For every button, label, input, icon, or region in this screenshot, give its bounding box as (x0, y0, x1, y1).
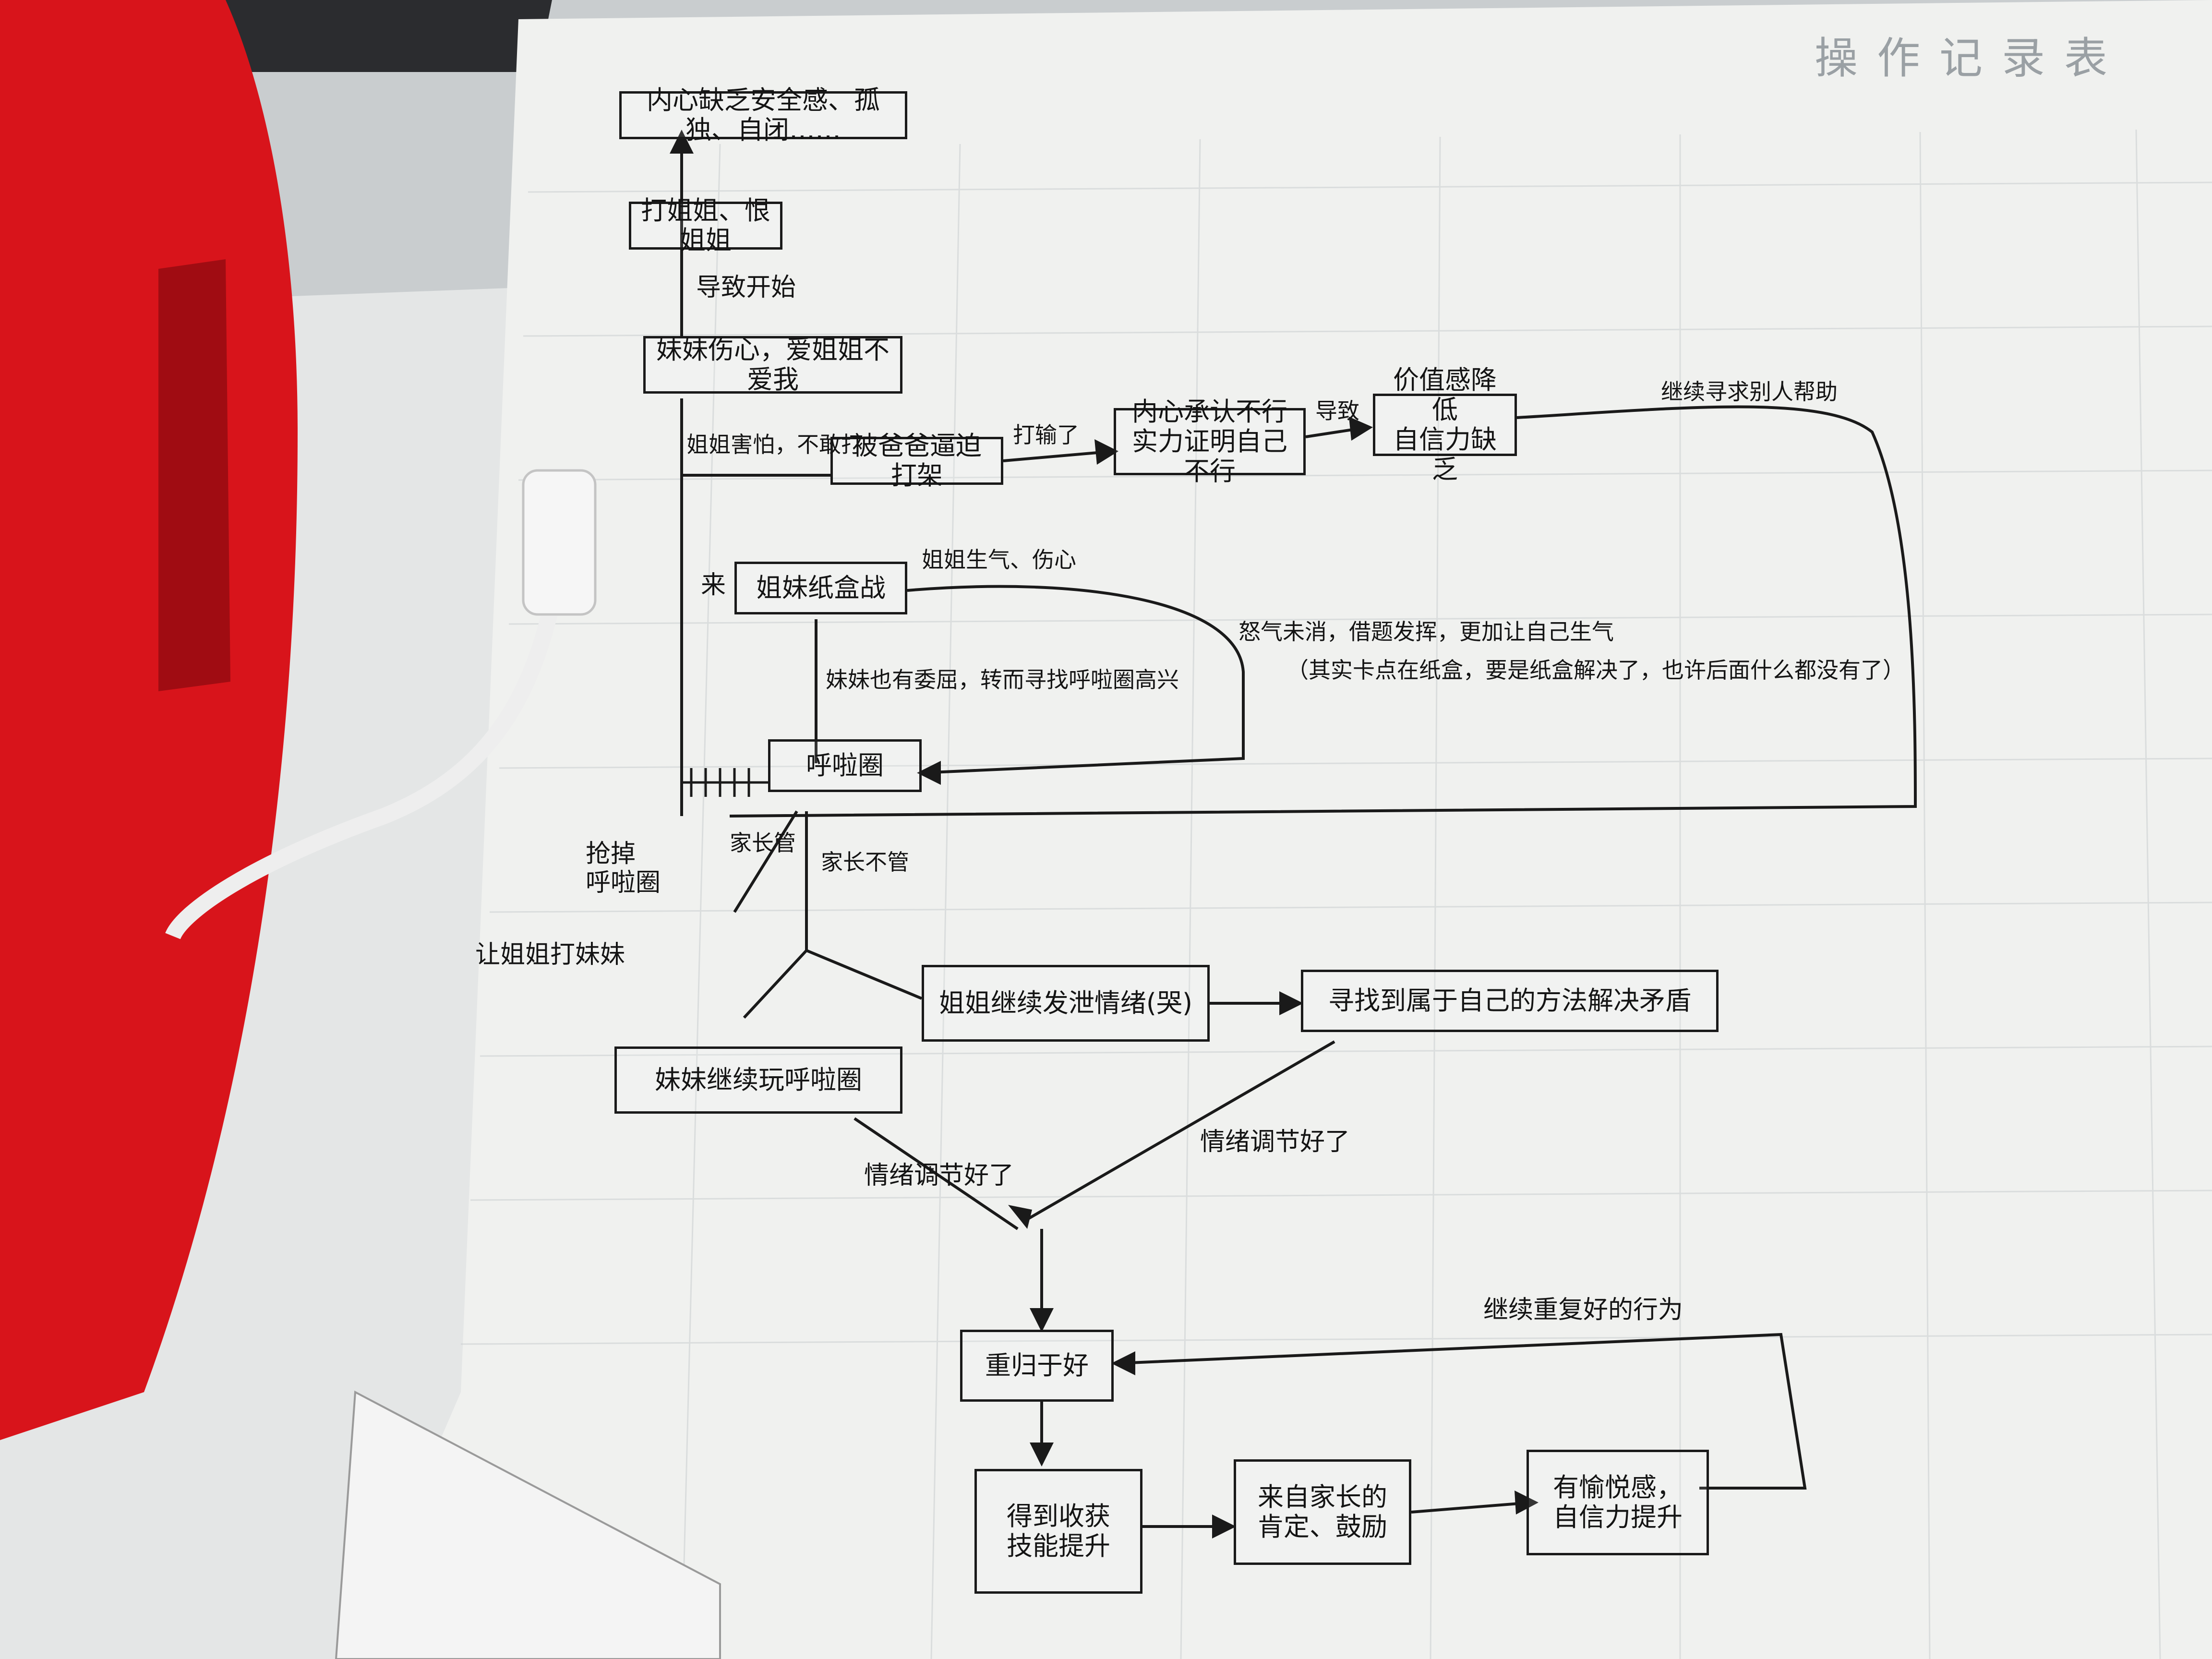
arrowhead-cause (1349, 417, 1373, 441)
label-come: 来 (701, 571, 726, 600)
label-leads-start: 导致开始 (696, 273, 796, 302)
arrowhead-lala (917, 761, 941, 785)
paper-stack (335, 1390, 721, 1659)
arrow-to-elder (805, 949, 923, 1000)
node-elder-cries: 姐姐继续发泄情绪(哭) (922, 965, 1210, 1042)
node-reconcile: 重归于好 (960, 1330, 1114, 1402)
label-calm-right: 情绪调节好了 (1200, 1128, 1350, 1156)
arrowhead-calm (1008, 1205, 1032, 1229)
node-hula-hoop: 呼啦圈 (768, 739, 922, 792)
dark-object (182, 0, 552, 72)
label-note: （其实卡点在纸盒，要是纸盒解决了，也许后面什么都没有了） (1286, 657, 1905, 683)
arrowheads (670, 130, 1539, 1539)
node-forced-fight: 被爸爸逼迫打架 (830, 431, 1003, 491)
label-calm-left: 情绪调节好了 (864, 1161, 1014, 1190)
hatch-marks (682, 768, 768, 797)
label-elder-angry: 姐姐生气、伤心 (922, 547, 1076, 573)
label-parent-intervene: 家长管 (730, 830, 796, 856)
node-box-fight: 姐妹纸盒战 (734, 562, 907, 614)
node-parent-praise: 来自家长的 肯定、鼓励 (1234, 1459, 1411, 1565)
node-sister-sad: 妹妹伤心，爱姐姐不爱我 (643, 335, 902, 395)
label-scared: 姐姐害怕，不敢打 (686, 432, 863, 457)
node-hit-sister: 打姐姐、恨姐姐 (629, 195, 782, 255)
node-find-method: 寻找到属于自己的方法解决矛盾 (1301, 970, 1719, 1032)
arrow-calm-left (854, 1117, 1019, 1230)
node-happy-confident: 有愉悦感， 自信力提升 (1527, 1450, 1709, 1555)
help-loop (729, 405, 1917, 817)
node-sister-plays: 妹妹继续玩呼啦圈 (614, 1046, 902, 1114)
label-repeat: 继续重复好的行为 (1483, 1296, 1683, 1324)
usb-cable (165, 503, 575, 940)
paper-grid (460, 129, 2212, 1659)
connectors (680, 139, 1917, 1528)
arrowhead-together (1030, 1308, 1054, 1332)
main-paper (346, 0, 2212, 1659)
sheet-title: 操作记录表 (1815, 33, 2127, 84)
arrow-to-sis-play (743, 949, 808, 1019)
label-parent-ignore: 家长不管 (821, 849, 909, 875)
label-grab-hoop: 抢掉 呼啦圈 (586, 840, 661, 897)
label-lost: 打输了 (1013, 422, 1079, 448)
helmet-slot (158, 259, 230, 691)
label-cause: 导致 (1315, 398, 1359, 424)
arrowhead-praise (1212, 1515, 1236, 1539)
anger-loop (907, 585, 1245, 774)
arrowhead-beat (1094, 439, 1118, 465)
node-gain-skill: 得到收获 技能提升 (974, 1469, 1142, 1594)
arrow-calm-right (1026, 1040, 1335, 1221)
node-top: 内心缺乏安全感、孤独、自闭…… (619, 85, 907, 145)
arrow-parent (733, 810, 798, 913)
arrowhead-find (1279, 991, 1303, 1015)
node-value-low: 价值感降低 自信力缺乏 (1373, 365, 1517, 484)
arrow-praise-to-happy (1411, 1501, 1532, 1514)
arrowhead-repeat (1111, 1351, 1135, 1375)
arrow-beat (1003, 450, 1114, 462)
label-let-hit: 让姐姐打妹妹 (475, 940, 625, 969)
repeat-loop (1118, 1333, 1807, 1490)
arrowhead-gain (1030, 1443, 1054, 1467)
label-seek-help: 继续寻求别人帮助 (1661, 379, 1838, 405)
label-sister-wronged: 妹妹也有委屈，转而寻找呼啦圈高兴 (826, 667, 1179, 693)
node-inner-admit: 内心承认不行 实力证明自己不行 (1114, 397, 1306, 486)
label-anger-remains: 怒气未消，借题发挥，更加让自己生气 (1238, 619, 1614, 645)
arrowhead-top (670, 130, 694, 154)
usb-connector (522, 469, 597, 616)
